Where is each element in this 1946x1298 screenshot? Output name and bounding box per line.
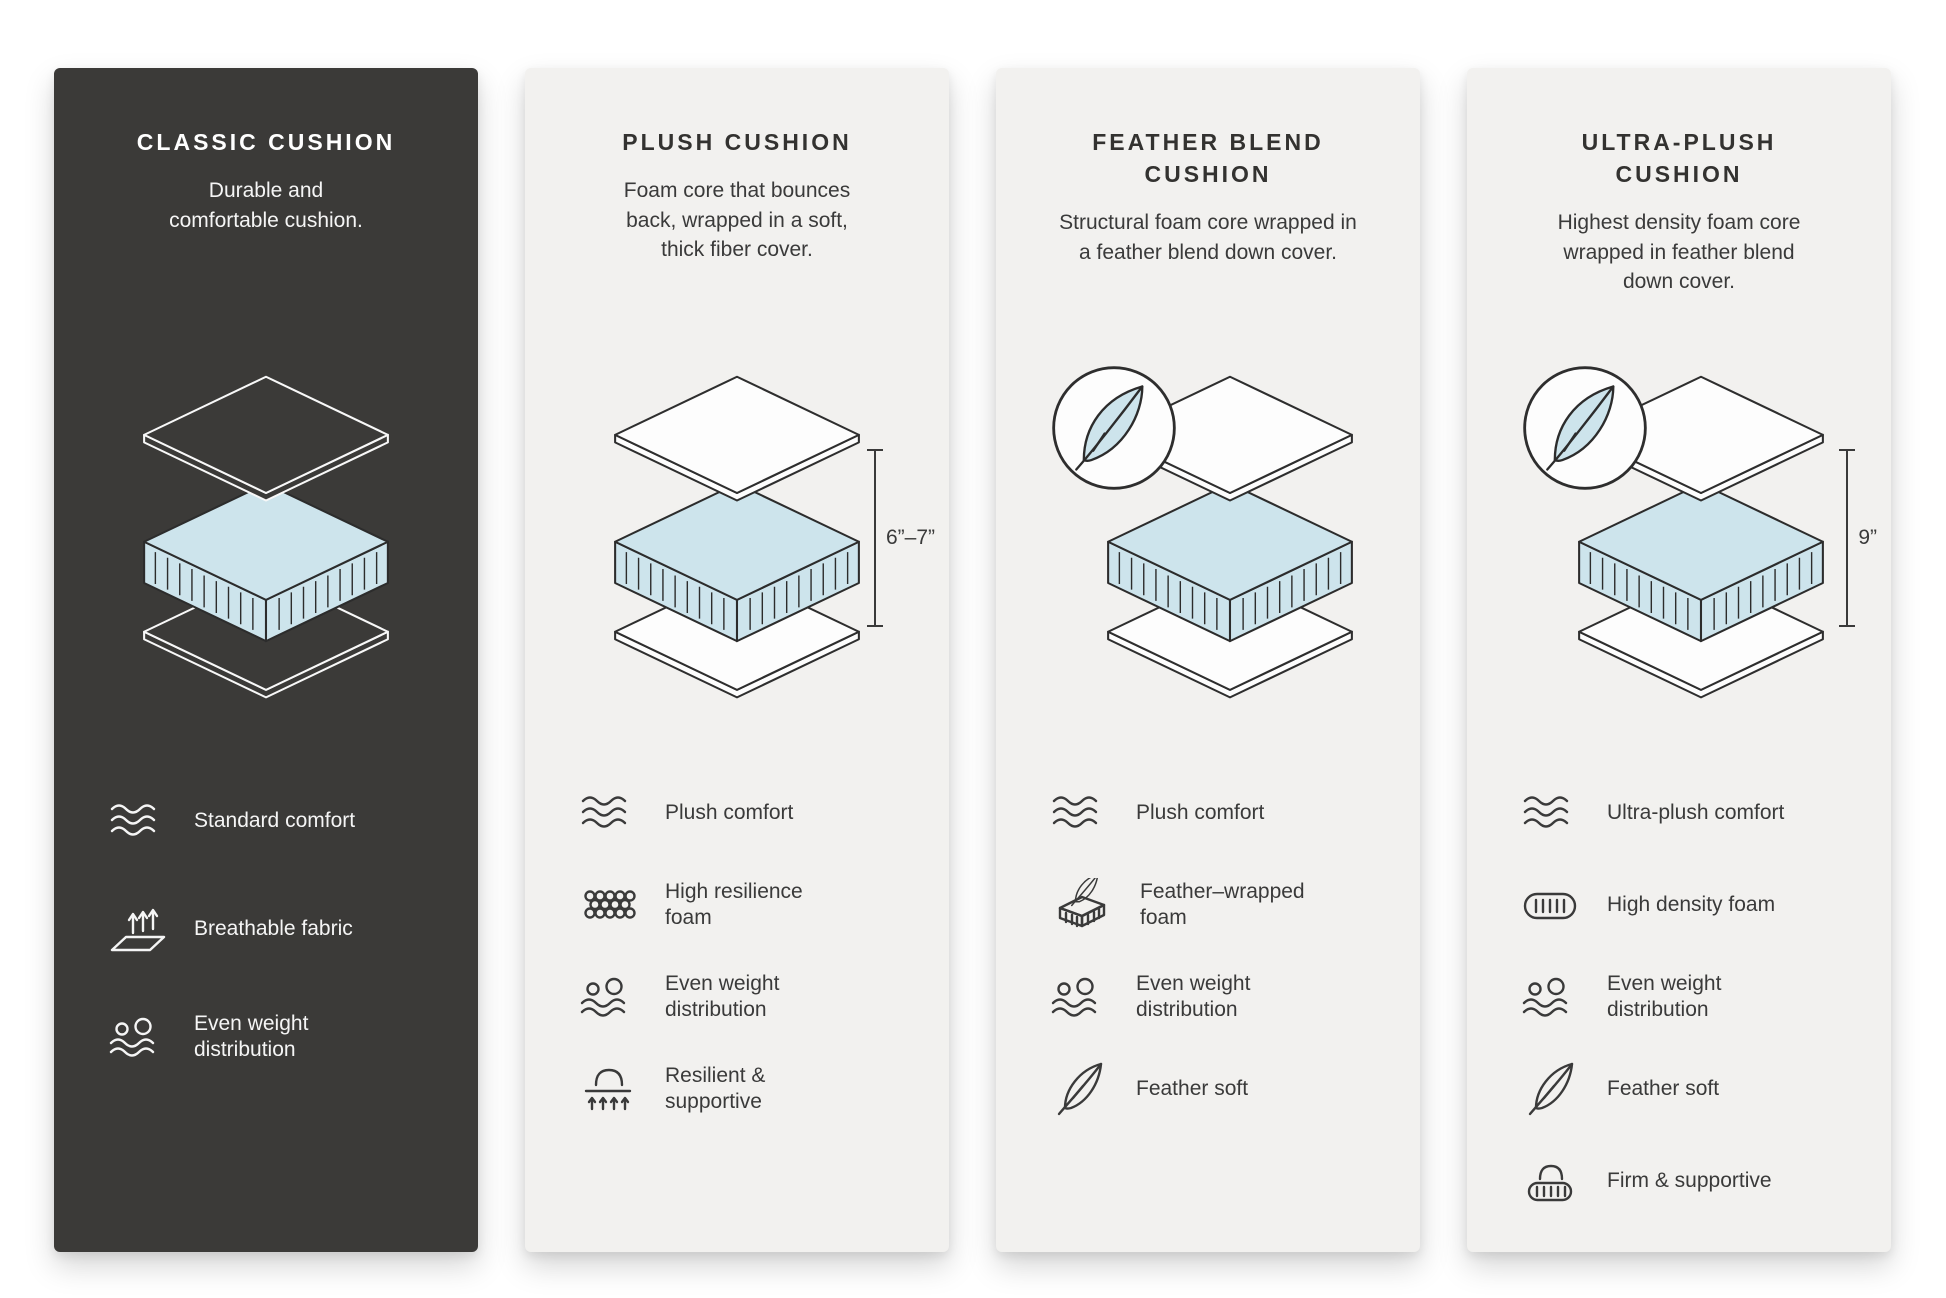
feature-label: Feather soft [1136,1076,1249,1100]
waves-icon [1048,784,1110,842]
panel-description: Foam core that bounces back, wrapped in … [623,179,851,261]
feature-item: Feather soft [1048,1060,1390,1118]
waves-icon [577,784,639,842]
weight-distribution-icon [1048,968,1110,1026]
waves-icon [1519,784,1581,842]
panel-description: Durable and comfortable cushion. [169,179,363,232]
cushion-diagram [996,318,1420,758]
feature-item: Even weight distribution [106,1008,448,1066]
feature-label: Even weight distribution [1607,971,1722,1021]
panel-header: CLASSIC CUSHION Durable and comfortable … [54,68,478,318]
cushion-diagram [54,318,478,758]
panel-description: Structural foam core wrapped in a feathe… [1059,211,1357,264]
breathable-fabric-icon [106,900,168,958]
cushion-layers-illustration [143,375,389,699]
foam-cells-icon [577,876,639,934]
feature-item: Firm & supportive [1519,1152,1861,1210]
cushion-diagram: 6”–7” [525,318,949,758]
feature-item: Standard comfort [106,792,448,850]
density-foam-icon [1519,876,1581,934]
weight-distribution-icon [1519,968,1581,1026]
feature-item: Resilient & supportive [577,1060,919,1118]
dimension-label: 9” [1858,526,1877,549]
panel-title: PLUSH CUSHION [622,129,852,155]
height-dimension: 6”–7” [866,449,935,627]
feature-label: Even weight distribution [665,971,780,1021]
panel-classic-cushion: CLASSIC CUSHION Durable and comfortable … [54,68,478,1252]
feature-list: Plush comfort High resilience foam Even … [525,784,949,1118]
feature-label: Even weight distribution [194,1011,309,1061]
dimension-label: 6”–7” [885,526,935,549]
cushion-foam-core [1578,482,1824,643]
feather-foam-icon [1048,876,1114,934]
cushion-foam-core [143,482,389,643]
feather-badge [1048,362,1180,494]
feature-item: Even weight distribution [577,968,919,1026]
panel-header: FEATHER BLEND CUSHION Structural foam co… [996,68,1420,318]
cushion-diagram: 9” [1467,318,1891,758]
feature-label: Firm & supportive [1607,1168,1772,1192]
weight-distribution-icon [106,1008,168,1066]
dimension-line [866,449,883,627]
feature-item: Feather–wrapped foam [1048,876,1390,934]
feature-label: Standard comfort [194,808,356,832]
feature-list: Standard comfort Breathable fabric Even … [54,792,478,1066]
feature-label: Even weight distribution [1136,971,1251,1021]
firm-support-icon [1519,1152,1581,1210]
dimension-line [1839,449,1856,627]
feather-badge [1519,362,1651,494]
feature-label: Breathable fabric [194,916,353,940]
feature-item: Plush comfort [577,784,919,842]
feature-label: Plush comfort [665,800,794,824]
panel-title: CLASSIC CUSHION [136,129,396,155]
feather-icon [1519,1060,1581,1118]
feature-label: Plush comfort [1136,800,1265,824]
feature-item: Ultra-plush comfort [1519,784,1861,842]
height-dimension: 9” [1839,449,1877,627]
panel-title: ULTRA-PLUSH CUSHION [1581,129,1777,188]
cushion-foam-core [614,482,860,643]
feature-item: Even weight distribution [1048,968,1390,1026]
hand-press-icon [577,1060,639,1118]
feature-item: High resilience foam [577,876,919,934]
panel-title: FEATHER BLEND CUSHION [1092,129,1324,188]
feature-item: Breathable fabric [106,900,448,958]
feather-icon [1048,1060,1110,1118]
cushion-top-layer [614,375,860,502]
feature-label: High density foam [1607,892,1776,916]
feature-item: High density foam [1519,876,1861,934]
panel-header: ULTRA-PLUSH CUSHION Highest density foam… [1467,68,1891,318]
feature-label: High resilience foam [665,879,803,929]
feature-item: Feather soft [1519,1060,1861,1118]
panel-plush-cushion: PLUSH CUSHION Foam core that bounces bac… [525,68,949,1252]
feather-badge-icon [1523,366,1647,490]
cushion-top-layer [143,375,389,502]
feature-item: Plush comfort [1048,784,1390,842]
panel-header: PLUSH CUSHION Foam core that bounces bac… [525,68,949,318]
panel-feather-blend-cushion: FEATHER BLEND CUSHION Structural foam co… [996,68,1420,1252]
panel-ultra-plush-cushion: ULTRA-PLUSH CUSHION Highest density foam… [1467,68,1891,1252]
feature-item: Even weight distribution [1519,968,1861,1026]
cushion-foam-core [1107,482,1353,643]
feature-label: Feather soft [1607,1076,1720,1100]
feature-list: Plush comfort Feather–wrapped foam Even … [996,784,1420,1118]
feature-label: Ultra-plush comfort [1607,800,1785,824]
feature-label: Feather–wrapped foam [1140,879,1305,929]
feature-label: Resilient & supportive [665,1063,766,1113]
waves-icon [106,792,168,850]
feature-list: Ultra-plush comfort High density foam Ev… [1467,784,1891,1210]
feather-badge-icon [1052,366,1176,490]
panel-description: Highest density foam core wrapped in fea… [1557,211,1801,294]
cushion-layers-illustration [614,375,860,699]
weight-distribution-icon [577,968,639,1026]
